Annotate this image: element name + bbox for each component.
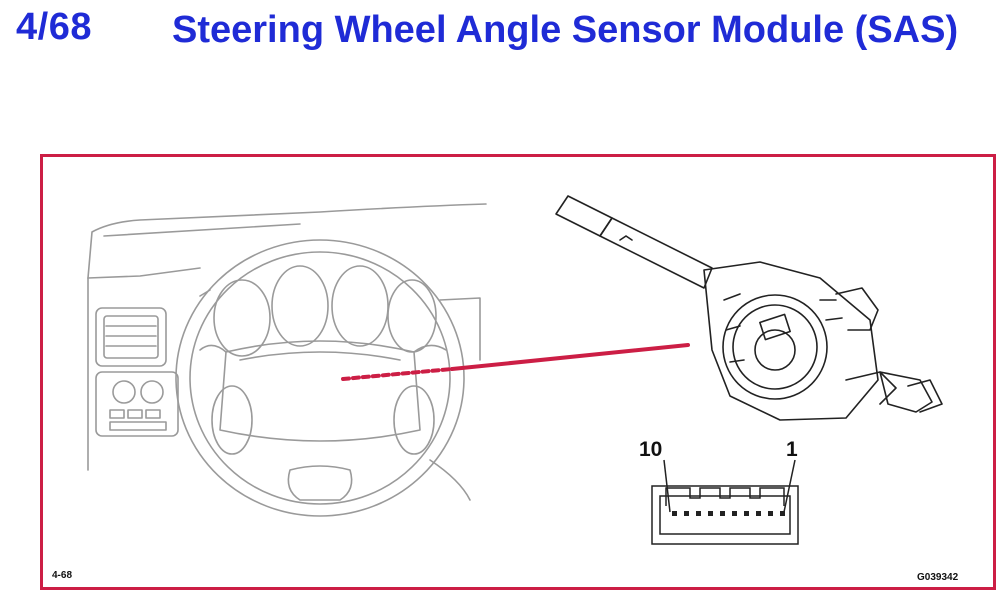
sas-module-illustration <box>555 195 943 421</box>
dashboard-illustration <box>87 203 487 517</box>
figure-code: G039342 <box>917 572 959 583</box>
page-title: Steering Wheel Angle Sensor Module (SAS) <box>172 9 959 51</box>
connector-pin-10-label: 10 <box>639 438 663 461</box>
diagram-frame <box>40 154 996 590</box>
connector-diagram <box>651 459 799 545</box>
page-reference: 4-68 <box>52 570 73 581</box>
connector-pins <box>672 511 785 516</box>
connector-pin-1-label: 1 <box>786 438 798 461</box>
section-number: 4/68 <box>16 6 92 48</box>
location-pointer <box>341 343 690 381</box>
